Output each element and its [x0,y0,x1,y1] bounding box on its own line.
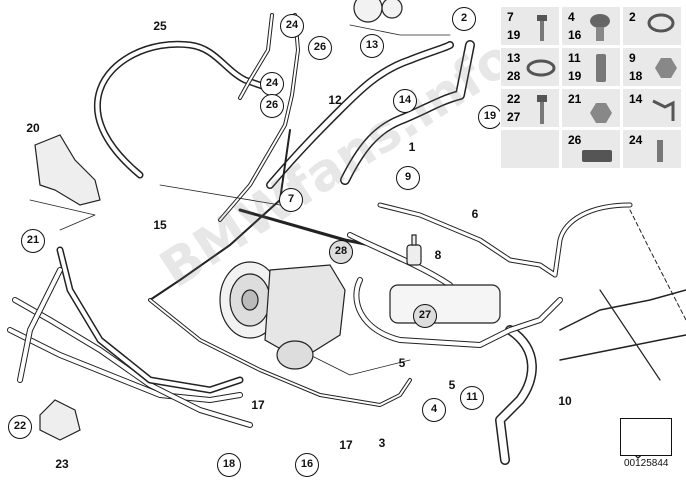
hex-bolt-icon [537,95,547,124]
bracket-23 [39,399,81,441]
callout-7: 7 [279,188,303,212]
label-8: 8 [434,248,442,262]
legend-cell-2: 2 [622,6,682,46]
legend-num: 13 [507,51,521,65]
legend-cell-empty [500,129,560,169]
screw-icon [596,54,606,82]
label-20: 20 [26,121,40,135]
legend-num: 7 [507,10,514,24]
label-5-upper: 5 [398,356,406,370]
legend-num: 16 [568,28,582,42]
collar-nut-icon [590,103,612,123]
legend-num: 14 [629,92,643,106]
legend-num: 26 [568,133,582,147]
callout-28: 28 [329,240,353,264]
callout-26-top: 26 [308,36,332,60]
hose-clamp-icon [647,13,675,33]
legend-num: 18 [629,69,643,83]
legend-cell-9-18: 9 18 [622,47,682,87]
legend-num: 9 [629,51,636,65]
clip-icon [652,99,675,121]
legend-num: 27 [507,110,521,124]
legend-cell-22-27: 22 27 [500,88,560,128]
orientation-box [620,418,672,456]
legend-num: 4 [568,10,575,24]
label-25: 25 [153,19,167,33]
callout-27: 27 [413,304,437,328]
callout-4: 4 [422,398,446,422]
callout-24-mid: 24 [260,72,284,96]
pipe-holder-icon [582,150,612,162]
hex-nut-icon [655,58,677,78]
filter-8 [406,234,422,266]
cooler [389,284,501,324]
legend-cell-4-16: 4 16 [561,6,621,46]
pin-icon [657,140,663,162]
label-23: 23 [55,457,69,471]
legend-num: 2 [629,10,636,24]
power-steering-pump [219,261,346,370]
callout-11: 11 [460,386,484,410]
callout-21: 21 [21,229,45,253]
label-15: 15 [153,218,167,232]
callout-9: 9 [396,166,420,190]
legend-num: 21 [568,92,582,106]
legend-num: 28 [507,69,521,83]
legend-cell-21: 21 [561,88,621,128]
clamp-ring-icon [526,59,556,77]
callout-26-mid: 26 [260,94,284,118]
legend-cell-7-19: 7 19 [500,6,560,46]
hose-25 [93,40,272,179]
callout-13: 13 [360,34,384,58]
label-6: 6 [471,207,479,221]
bolt-icon [537,15,547,41]
legend-cell-24: 24 [622,129,682,169]
parts-legend: 7 19 4 16 2 13 28 11 19 9 18 [500,6,682,172]
legend-num: 19 [568,69,582,83]
callout-2: 2 [452,7,476,31]
callout-18: 18 [217,453,241,477]
label-5-lower: 5 [448,378,456,392]
label-3: 3 [378,436,386,450]
label-17-lower: 17 [339,438,353,452]
legend-num: 19 [507,28,521,42]
legend-cell-11-19: 11 19 [561,47,621,87]
callout-24-top: 24 [280,14,304,38]
legend-cell-26: 26 [561,129,621,169]
label-10: 10 [558,394,572,408]
banjo-bolt-icon [590,14,610,41]
legend-num: 22 [507,92,521,106]
callout-14: 14 [393,89,417,113]
label-12: 12 [328,93,342,107]
legend-cell-13-28: 13 28 [500,47,560,87]
bracket-20 [34,134,101,206]
legend-num: 24 [629,133,643,147]
legend-cell-14: 14 [622,88,682,128]
line-15 [149,129,291,301]
legend-num: 11 [568,51,581,65]
callout-16: 16 [295,453,319,477]
callout-22: 22 [8,415,32,439]
callout-19: 19 [478,105,502,129]
reference-number: 00125844 [624,458,669,469]
label-1: 1 [408,140,416,154]
label-17-upper: 17 [251,398,265,412]
